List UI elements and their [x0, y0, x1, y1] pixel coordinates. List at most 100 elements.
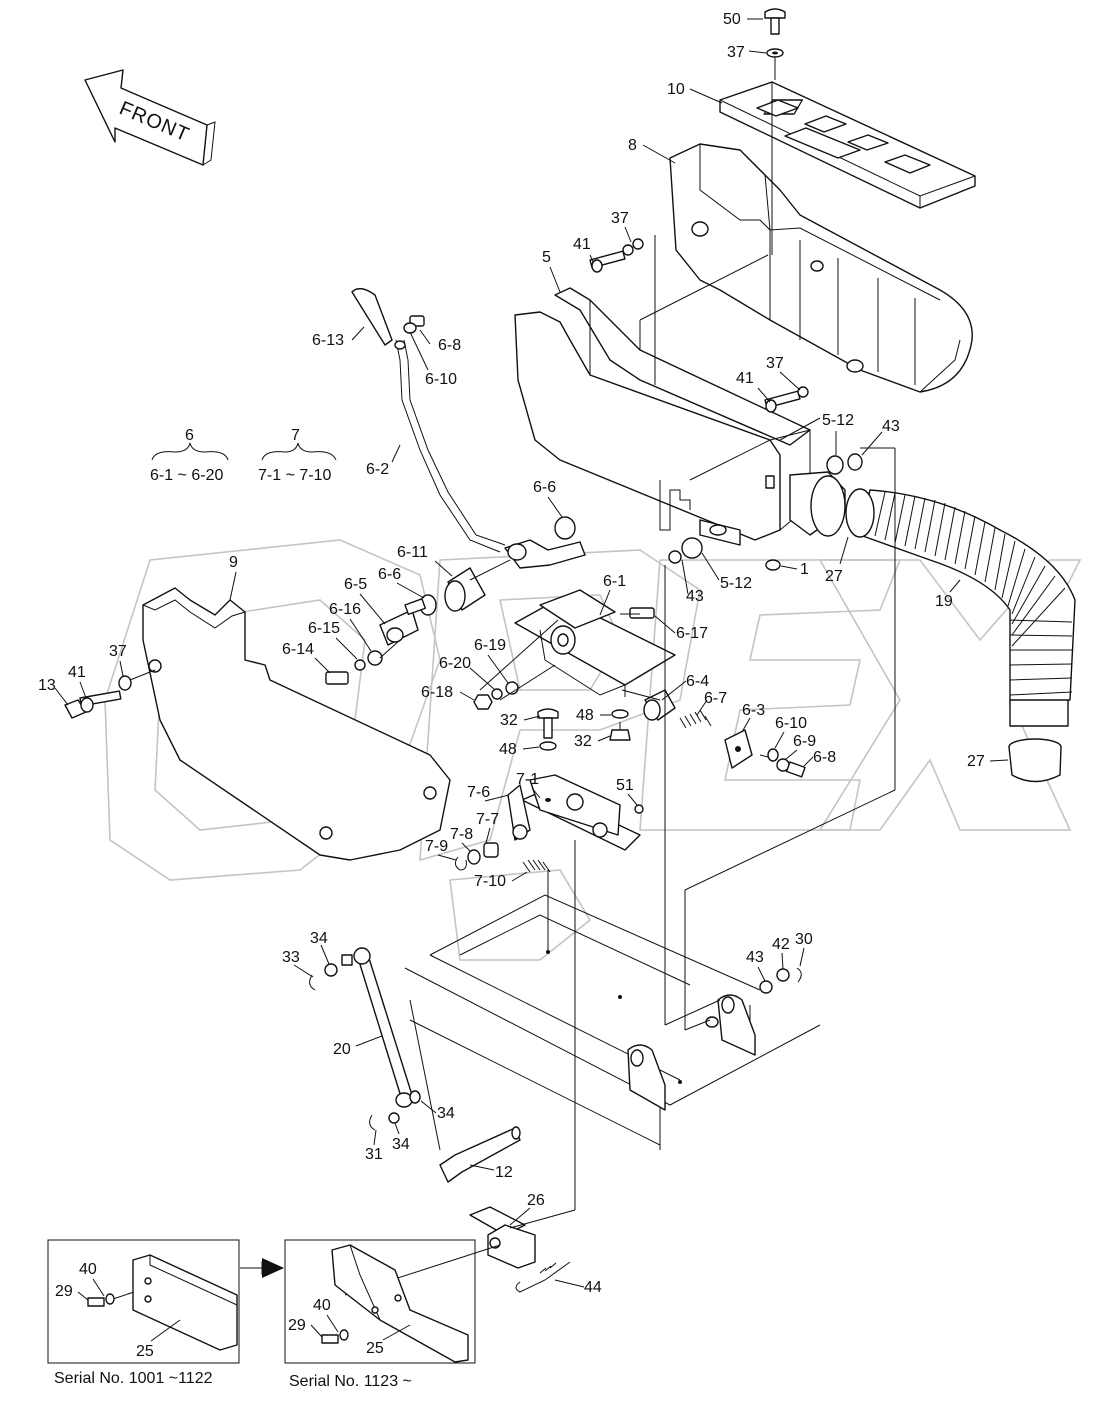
callout-label: 7-8	[450, 826, 473, 843]
bolt-set-left	[64, 669, 156, 719]
callout-label: 51	[616, 777, 634, 794]
callout-label: 6-20	[439, 655, 471, 672]
callout-label: 27	[967, 753, 985, 770]
hardware-6-18-20	[473, 681, 519, 710]
bolt-32-48	[537, 708, 631, 751]
callout-label: 34	[437, 1105, 455, 1122]
leader-lines	[109, 82, 896, 1301]
callout-label: 41	[68, 664, 86, 681]
callout-label: 50	[723, 11, 741, 28]
callout-label: 43	[882, 418, 900, 435]
callout-label: 5-12	[822, 412, 854, 429]
callout-label: 6-16	[329, 601, 361, 618]
callout-label: 26	[527, 1192, 545, 1209]
callout-label: 6-11	[397, 544, 428, 561]
callout-label: 29	[288, 1317, 306, 1334]
callout-label: 6-3	[742, 702, 765, 719]
side-cover-9	[142, 587, 451, 861]
callout-label: 13	[38, 677, 56, 694]
callout-label: 6-19	[474, 637, 506, 654]
callout-label: 32	[574, 733, 592, 750]
gas-spring-20	[309, 947, 802, 1131]
callout-label: 6-10	[775, 715, 807, 732]
group-6-title: 6	[185, 427, 194, 444]
bolt-set-top	[589, 238, 809, 413]
callout-label: 7-10	[474, 873, 506, 890]
callout-label: 41	[573, 236, 591, 253]
callout-leaders	[54, 18, 1009, 1342]
callout-label: 6-5	[344, 576, 367, 593]
callout-label: 19	[935, 593, 953, 610]
callout-label: 6-13	[312, 332, 344, 349]
callout-label: 40	[313, 1297, 331, 1314]
callout-label: 7-1	[516, 771, 539, 788]
callout-label: 43	[746, 949, 764, 966]
callout-label: 37	[109, 643, 127, 660]
callout-label: 8	[628, 137, 637, 154]
group-brace-7: 7 7-1 ~ 7-10	[258, 427, 337, 484]
callout-label: 6-14	[282, 641, 314, 658]
callout-label: 29	[55, 1283, 73, 1300]
callout-label: 7-7	[476, 811, 499, 828]
hardware-7	[454, 784, 551, 873]
callout-label: 6-10	[425, 371, 457, 388]
link-6-5	[325, 567, 486, 685]
bracket-7-1	[521, 774, 644, 851]
callout-label: 25	[366, 1340, 384, 1357]
callout-label: 34	[310, 930, 328, 947]
serial-label-old: Serial No. 1001 ~1122	[54, 1370, 213, 1387]
callout-label: 6-15	[308, 620, 340, 637]
callout-label: 48	[499, 741, 517, 758]
callout-label: 6-8	[438, 337, 461, 354]
serial-label-new: Serial No. 1123 ~	[289, 1373, 412, 1390]
callout-label: 5-12	[720, 575, 752, 592]
callout-label: 9	[229, 554, 238, 571]
callout-label: 32	[500, 712, 518, 729]
callout-label: 6-8	[813, 749, 836, 766]
bolt-50	[764, 8, 786, 80]
callout-label: 6-9	[793, 733, 816, 750]
pipe-stub	[668, 453, 863, 571]
callout-label: 33	[282, 949, 300, 966]
callout-label: 34	[392, 1136, 410, 1153]
callout-label: 6-2	[366, 461, 389, 478]
callout-label: 6-18	[421, 684, 453, 701]
callout-label: 48	[576, 707, 594, 724]
duct-channel-5	[514, 287, 811, 546]
inset-serial-old	[47, 1239, 240, 1364]
callout-label: 7-9	[425, 838, 448, 855]
spring-assembly-6	[643, 689, 806, 778]
callout-label: 25	[136, 1343, 154, 1360]
group-7-range: 7-1 ~ 7-10	[258, 467, 331, 484]
cover-plate-10	[719, 81, 976, 209]
callout-label: 6-6	[378, 566, 401, 583]
inset-serial-new	[284, 1239, 476, 1364]
callout-label: 12	[495, 1164, 513, 1181]
group-7-title: 7	[291, 427, 300, 444]
callout-label: 44	[584, 1279, 602, 1296]
callout-label: 27	[825, 568, 843, 585]
callout-label: 41	[736, 370, 754, 387]
callout-label: 5	[542, 249, 551, 266]
bracket-6-1	[514, 589, 676, 697]
callout-label: 37	[611, 210, 629, 227]
base-frame	[404, 894, 821, 1150]
callout-label: 31	[365, 1146, 383, 1163]
callout-label: 43	[686, 588, 704, 605]
callout-label: 20	[333, 1041, 351, 1058]
duct-housing-8	[669, 143, 973, 393]
callout-label: 42	[772, 936, 790, 953]
callout-label: 30	[795, 931, 813, 948]
inset-arrow	[240, 1258, 284, 1278]
callout-label: 6-17	[676, 625, 708, 642]
callout-label: 7-6	[467, 784, 490, 801]
lever-6-2	[351, 287, 586, 569]
front-arrow: FRONT	[84, 69, 216, 166]
callout-label: 6-1	[603, 573, 626, 590]
callout-label: 40	[79, 1261, 97, 1278]
group-brace-6: 6 6-1 ~ 6-20	[150, 427, 229, 484]
callout-label: 6-6	[533, 479, 556, 496]
callout-label: 6-7	[704, 690, 727, 707]
